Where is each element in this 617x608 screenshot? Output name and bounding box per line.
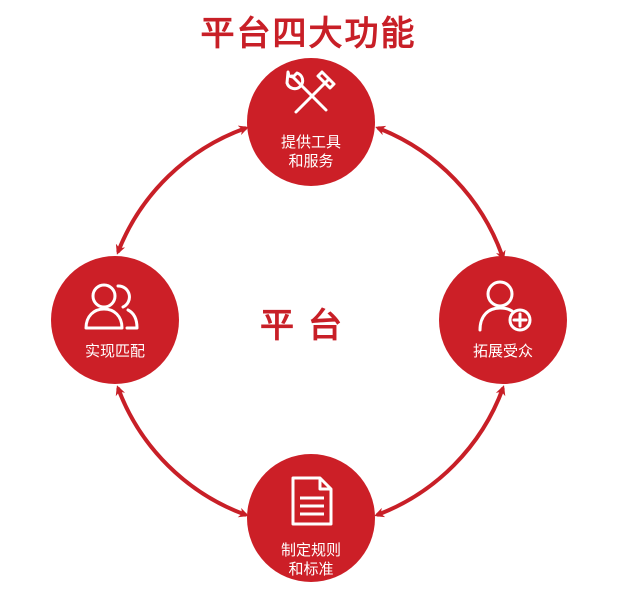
document-icon (291, 476, 333, 526)
node-matching (51, 256, 179, 384)
users-icon (84, 283, 139, 330)
node-tools-services (247, 58, 375, 186)
add-user-icon (478, 280, 532, 332)
tools-icon (285, 70, 336, 114)
node-expand-audience (439, 256, 567, 384)
node-label-right: 拓展受众 (472, 342, 533, 360)
arrow-top-right (375, 125, 506, 261)
node-rules-standards (247, 454, 375, 582)
node-label-left: 实现匹配 (84, 342, 145, 360)
node-label-bottom: 制定规则 和标准 (280, 541, 341, 578)
center-label: 平台 (260, 306, 356, 346)
arrow-left-top (115, 125, 249, 255)
node-label-top: 提供工具 和服务 (280, 133, 341, 170)
arrow-right-bottom (374, 385, 506, 518)
arrow-bottom-left (115, 385, 249, 518)
diagram-title: 平台四大功能 (200, 14, 417, 54)
